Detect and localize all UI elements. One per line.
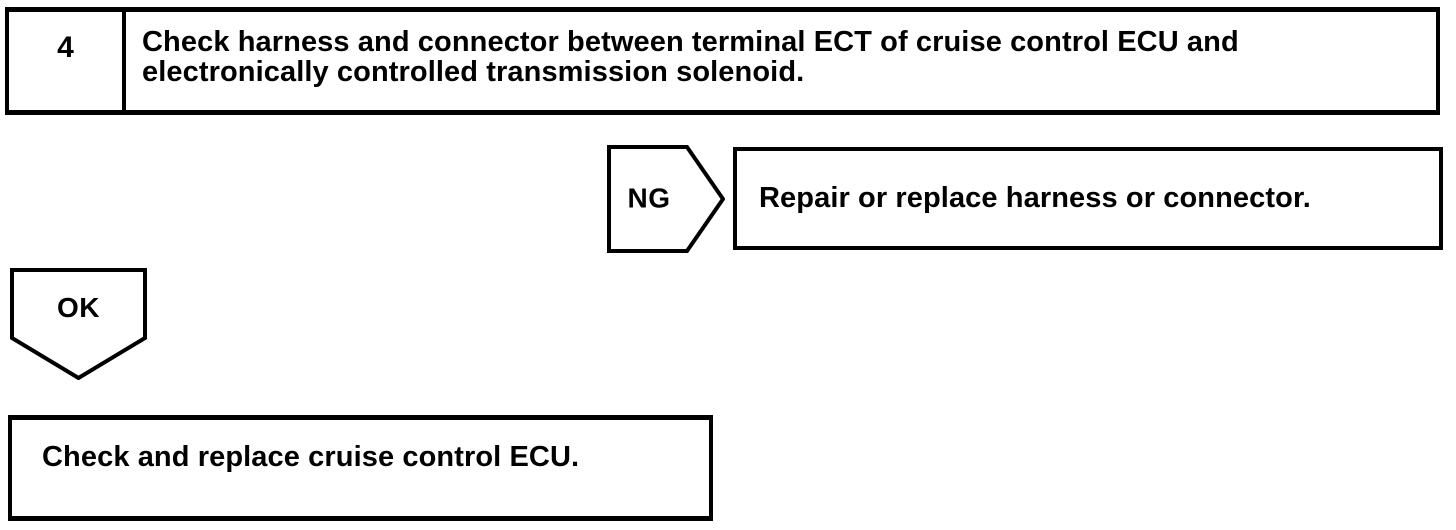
- result-text: Check and replace cruise control ECU.: [42, 441, 580, 473]
- step-number: 4: [57, 31, 74, 64]
- step-number-cell: 4: [9, 12, 126, 110]
- ok-arrow-icon: [10, 268, 147, 380]
- ng-label: NG: [627, 182, 671, 214]
- step-box: 4 Check harness and connector between te…: [5, 7, 1440, 115]
- result-box: Check and replace cruise control ECU.: [8, 415, 713, 521]
- ng-connector: NG: [607, 145, 725, 253]
- ng-action-box: Repair or replace harness or connector.: [733, 147, 1443, 250]
- ok-connector: OK: [10, 268, 147, 380]
- step-instruction: Check harness and connector between term…: [142, 26, 1239, 88]
- ng-action-text: Repair or replace harness or connector.: [759, 182, 1311, 214]
- ng-arrow-icon: [607, 145, 725, 253]
- ok-label: OK: [57, 292, 100, 323]
